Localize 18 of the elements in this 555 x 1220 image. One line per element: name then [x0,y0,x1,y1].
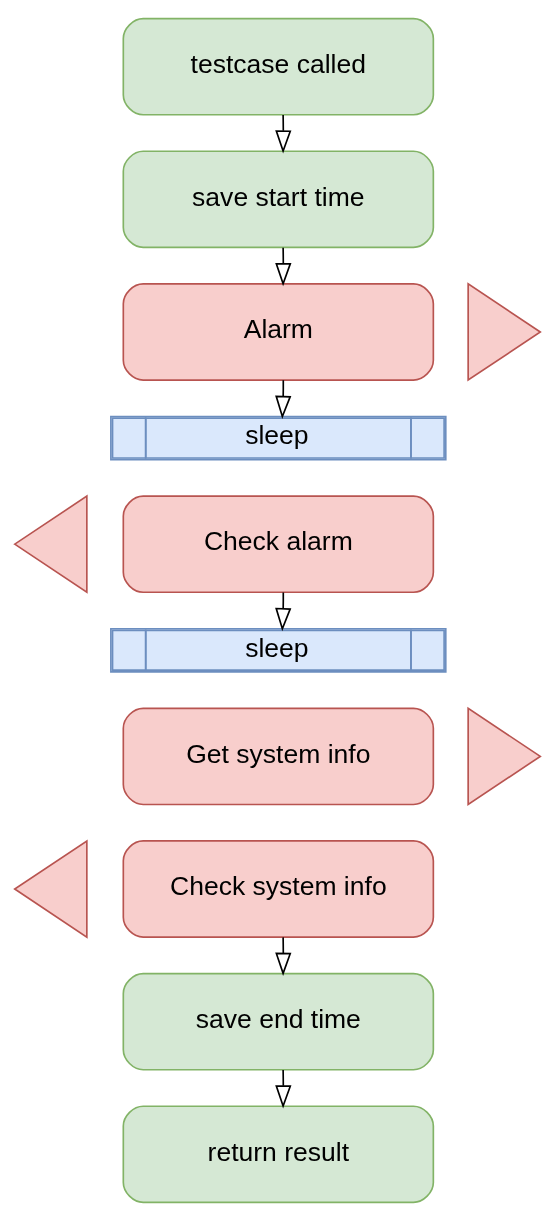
node-triangle [13,838,88,939]
arrow [275,113,292,154]
arrow [275,1068,292,1109]
arrow [275,936,292,976]
node-box: testcase called [122,17,435,116]
arrow [275,246,292,286]
node-box: Alarm [122,282,435,381]
node-triangle [467,706,542,806]
node-box: Get system info [122,707,435,805]
node-box: return result [122,1104,435,1203]
node-triangle [13,494,88,594]
arrow [275,378,292,419]
node-box: Check alarm [122,494,435,593]
node-box: save start time [122,149,435,248]
arrow [275,591,292,631]
node-triangle [467,281,542,382]
node-box: Check system info [122,839,435,938]
node-box: save end time [122,972,435,1071]
